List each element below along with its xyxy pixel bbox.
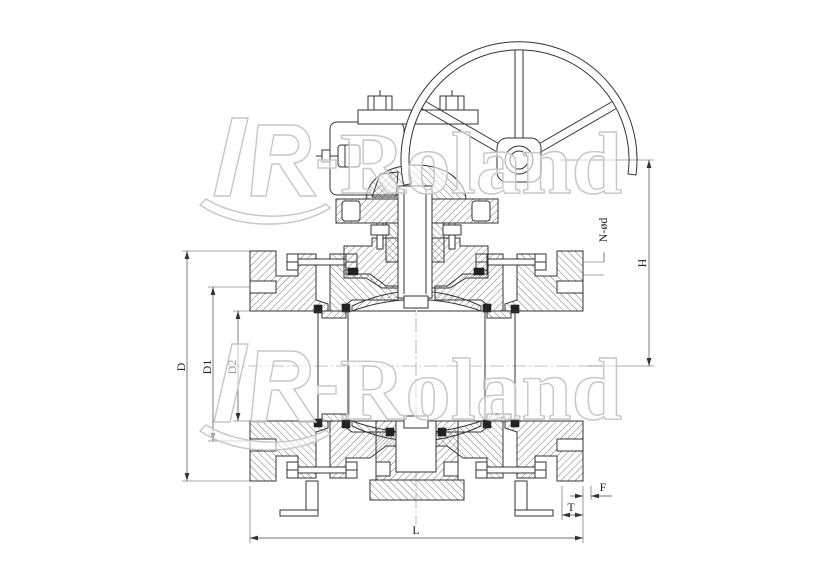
- bottom-cover: [369, 479, 465, 501]
- handwheel: [400, 41, 638, 186]
- bonnet-seal: [473, 267, 485, 276]
- bottom-trunnion: [369, 415, 465, 501]
- left-foot-plate: [279, 509, 319, 517]
- cover-bolt: [439, 90, 465, 111]
- plate-bolt: [341, 200, 361, 222]
- plate-bolt: [471, 200, 491, 222]
- trunnion-tang: [403, 415, 429, 429]
- dimension-label-L: L: [412, 523, 419, 537]
- left-foot-leg: [305, 480, 319, 513]
- dimension-D: D: [174, 250, 250, 482]
- watermark-logo: [199, 117, 337, 225]
- adapter-web: [371, 171, 399, 198]
- trunnion-shaft: [395, 420, 437, 473]
- handwheel-spoke: [514, 50, 524, 138]
- bolt-head: [367, 95, 393, 111]
- handwheel-rim: [400, 41, 638, 186]
- watermark-bottom: Roland: [199, 341, 623, 451]
- spoke-edge: [421, 108, 497, 152]
- dimension-label-N-d: N-ød: [596, 218, 610, 243]
- right-foot-plate: [514, 509, 554, 517]
- hub-shaft: [509, 150, 529, 170]
- watermark-brand: Roland: [340, 342, 622, 439]
- dimension-D1: D1: [200, 286, 250, 442]
- valve-stem: [397, 185, 433, 309]
- trunnion-seal: [385, 427, 395, 437]
- bonnet-stud-nut: [370, 224, 390, 236]
- packing-gland: [431, 222, 445, 263]
- bonnet-seal: [347, 267, 359, 276]
- dimension-label-T: T: [567, 500, 575, 514]
- spoke-edge: [537, 101, 613, 145]
- dimension-T: T: [561, 486, 583, 520]
- bottom-cover-bolt: [375, 461, 391, 477]
- dimension-label-D: D: [174, 362, 188, 371]
- dimension-L: L: [249, 486, 584, 543]
- watermark-top: Roland: [199, 115, 623, 225]
- dimension-label-F: F: [600, 480, 607, 494]
- dimension-F: F: [570, 480, 612, 500]
- cover-bolt: [367, 90, 393, 111]
- spoke-edge: [425, 101, 501, 145]
- right-foot-leg: [514, 480, 528, 513]
- indicator-body: [337, 144, 361, 168]
- bottom-cover-bolt: [443, 461, 459, 477]
- bolt-head: [439, 95, 465, 111]
- trunnion-seal: [437, 427, 447, 437]
- handwheel-spoke: [537, 101, 617, 152]
- dimension-label-H: H: [635, 258, 649, 267]
- bonnet-stud-nut: [442, 224, 462, 236]
- stem-tang: [403, 295, 429, 309]
- handwheel-spoke: [421, 101, 501, 152]
- dimension-N-d: N-ød: [583, 218, 610, 276]
- dimension-label-D1: D1: [200, 360, 214, 375]
- support-feet: [279, 480, 554, 517]
- bonnet-stud: [448, 222, 456, 250]
- dimension-H: H: [560, 159, 654, 367]
- hub-bore: [504, 145, 534, 175]
- spoke-edge: [541, 108, 617, 152]
- bonnet-stud: [376, 222, 384, 250]
- watermark-brand: Roland: [340, 116, 622, 213]
- gear-operator: [316, 90, 479, 200]
